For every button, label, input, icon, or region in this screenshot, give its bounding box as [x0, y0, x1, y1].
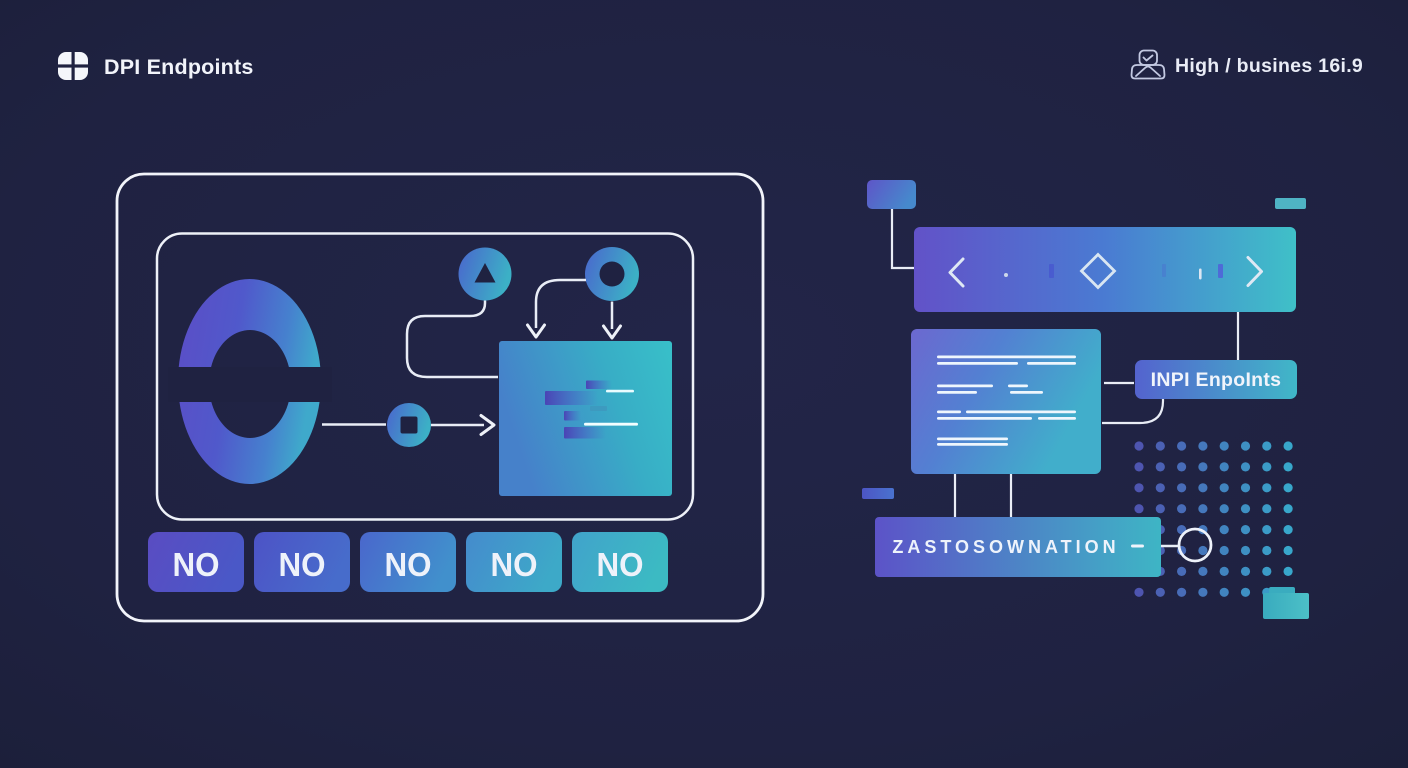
svg-text:NO: NO: [279, 546, 326, 583]
svg-text:NO: NO: [173, 546, 220, 583]
svg-text:High / busines 16i.9: High / busines 16i.9: [1175, 55, 1363, 77]
svg-text:NO: NO: [491, 546, 538, 583]
svg-text:NO: NO: [597, 546, 644, 583]
svg-text:DPI Endpoints: DPI Endpoints: [104, 55, 254, 79]
svg-text:ZASTOSOWNATION: ZASTOSOWNATION: [892, 537, 1119, 557]
svg-text:INPI EnpoInts: INPI EnpoInts: [1151, 369, 1282, 391]
svg-text:NO: NO: [385, 546, 432, 583]
